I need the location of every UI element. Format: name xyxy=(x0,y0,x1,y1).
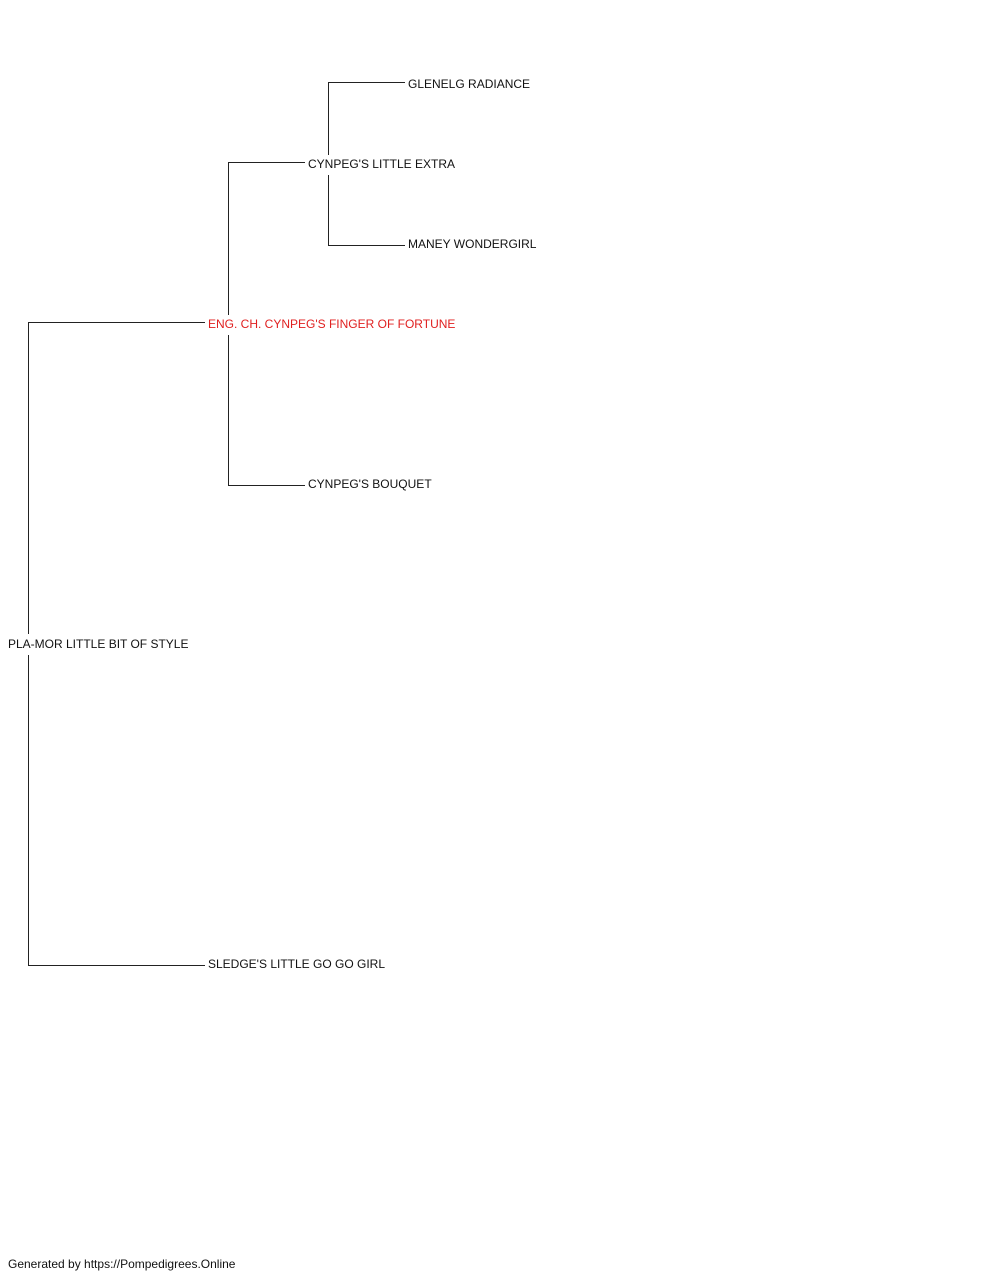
sire-sire-sire-name: GLENELG RADIANCE xyxy=(408,77,530,91)
sire-dam-name: CYNPEG'S BOUQUET xyxy=(308,477,432,491)
sire-sire-dam-name: MANEY WONDERGIRL xyxy=(408,237,537,251)
sire-sire-name: CYNPEG'S LITTLE EXTRA xyxy=(308,157,455,171)
dam-name: SLEDGE'S LITTLE GO GO GIRL xyxy=(208,957,385,971)
sire-name: ENG. CH. CYNPEG'S FINGER OF FORTUNE xyxy=(208,317,455,331)
subject-name: PLA-MOR LITTLE BIT OF STYLE xyxy=(8,637,189,651)
generated-by-footer: Generated by https://Pompedigrees.Online xyxy=(8,1257,236,1271)
